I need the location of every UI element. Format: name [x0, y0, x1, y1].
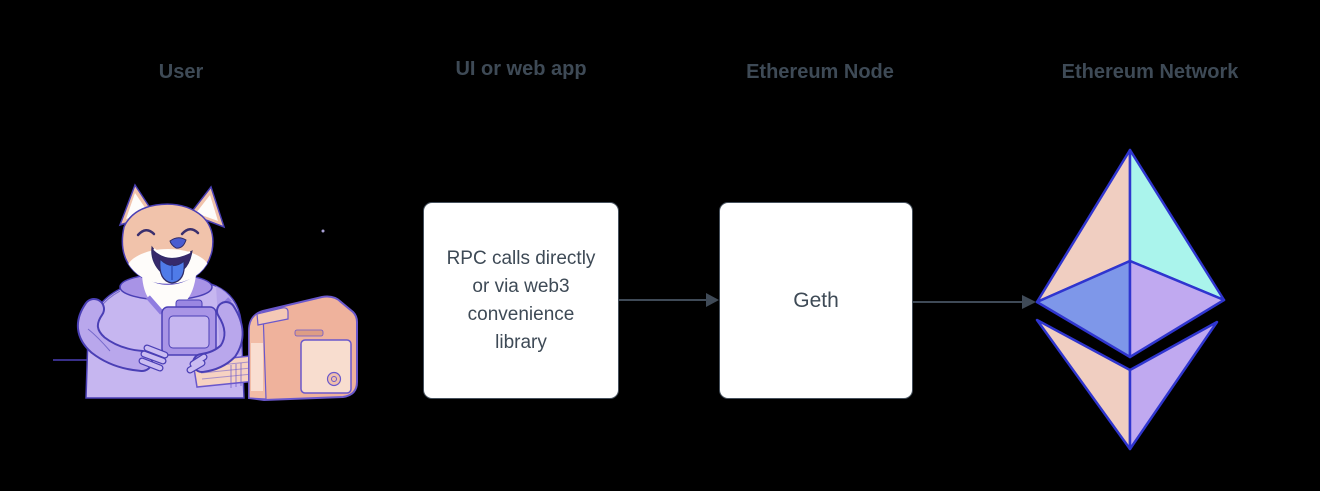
- geth-box-label: Geth: [793, 288, 839, 312]
- computer-vent: [326, 371, 342, 387]
- speck: [321, 229, 325, 233]
- ethereum-logo: [1035, 148, 1226, 451]
- column-label-ethereum-network: Ethereum Network: [1061, 61, 1239, 83]
- column-label-ethereum-node: Ethereum Node: [746, 61, 894, 83]
- ui-box-text-line: RPC calls directly: [446, 247, 596, 269]
- ui-web-app-box: RPC calls directly or via web3 convenien…: [423, 202, 619, 399]
- column-label-ui: UI or web app: [455, 58, 587, 80]
- retro-computer: [230, 295, 358, 402]
- doge-astronaut-illustration: [53, 183, 358, 402]
- arrow-node-to-network: [913, 295, 1036, 309]
- doge-head: [118, 183, 226, 311]
- ui-box-text-line: or via web3: [472, 275, 570, 297]
- left-eye: [136, 229, 156, 237]
- nose: [169, 237, 187, 249]
- doge-arms: [77, 298, 244, 374]
- computer-back-panel: [300, 339, 352, 394]
- right-eye: [180, 228, 200, 236]
- geth-box: Geth: [719, 202, 913, 399]
- column-label-user: User: [158, 61, 204, 83]
- ui-box-text-line: library: [495, 331, 547, 353]
- computer-handle: [256, 307, 289, 326]
- eth-face-bottom-right: [1128, 320, 1219, 451]
- arrow-ui-to-node: [619, 293, 719, 307]
- ui-box-text-line: convenience: [467, 303, 575, 325]
- eth-face-mid-right: [1128, 259, 1226, 359]
